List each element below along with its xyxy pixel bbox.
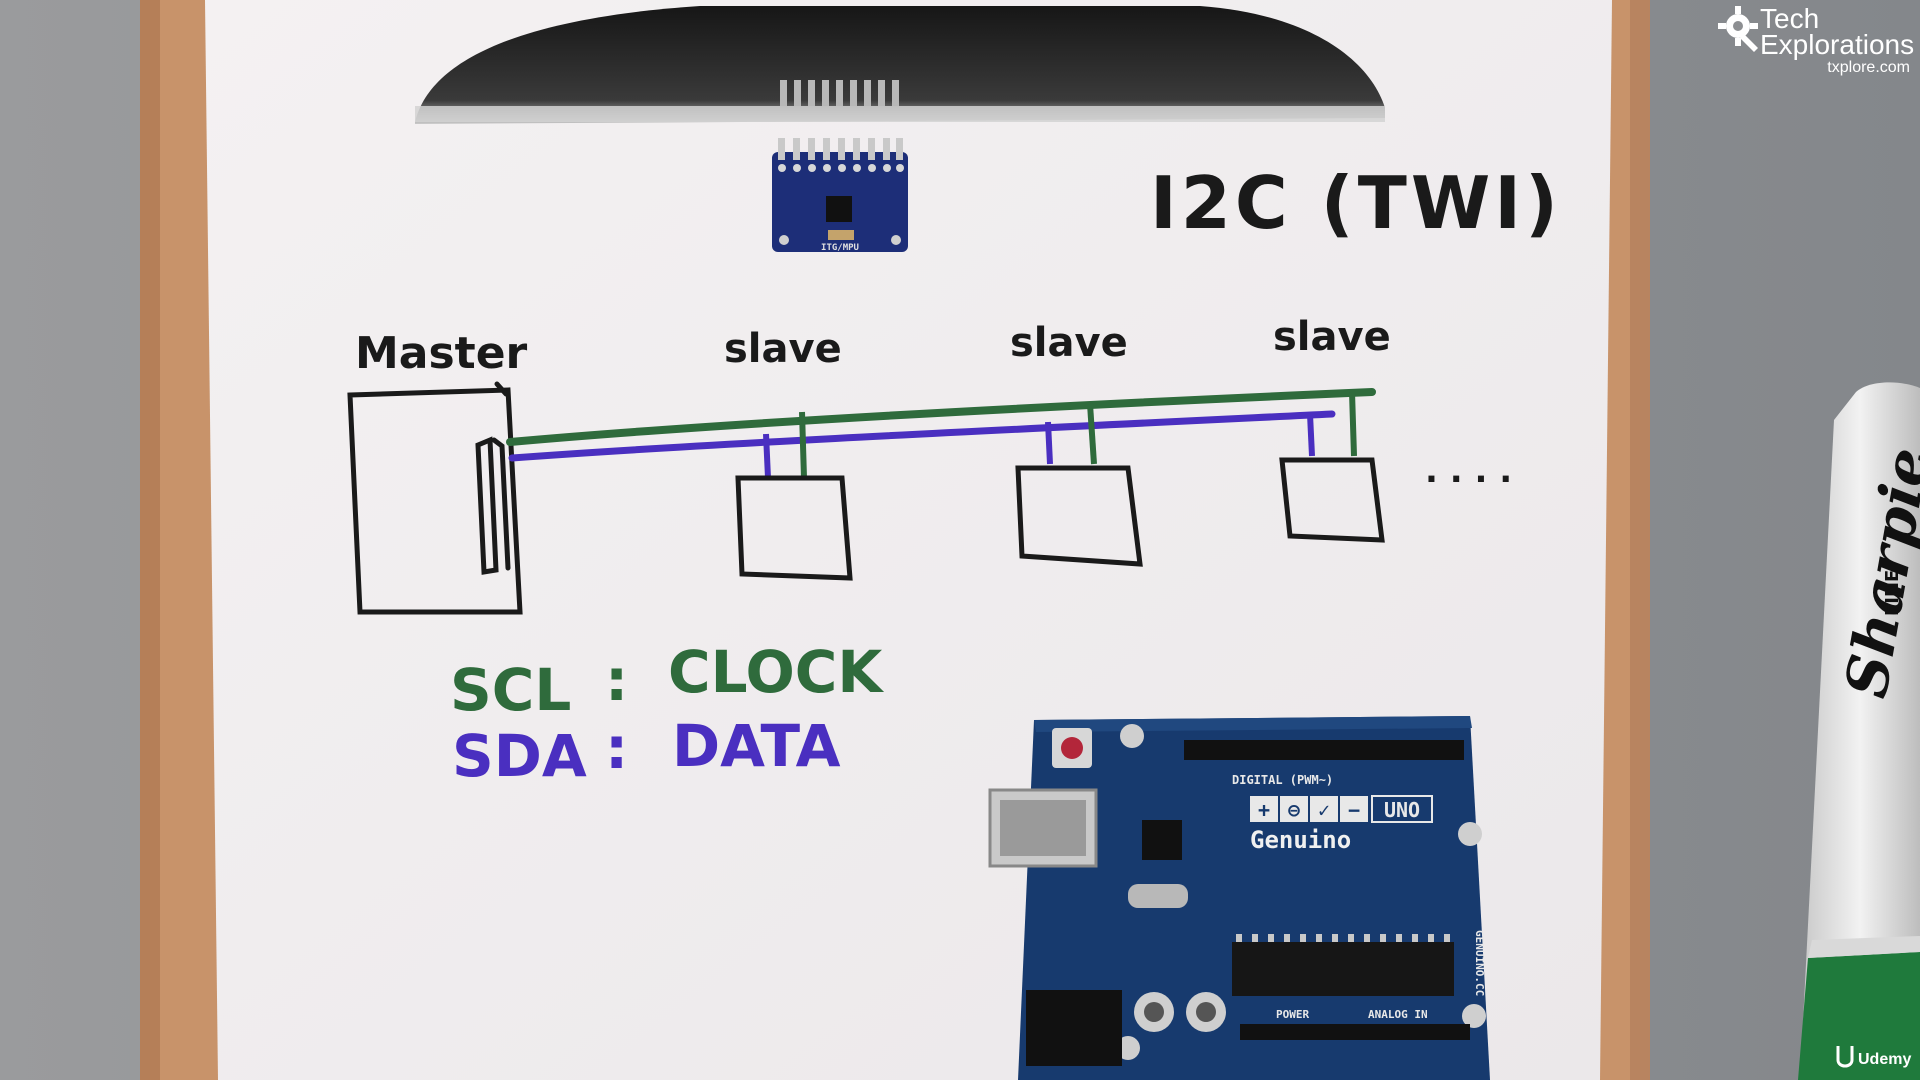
sharpie-marker: Sharpie FINE (1798, 382, 1920, 1080)
board-brand: Genuino (1250, 826, 1351, 854)
watermark-site: txplore.com (1827, 59, 1910, 76)
marker-tip: FINE (1882, 570, 1903, 616)
legend-scl-key: SCL (450, 656, 571, 724)
scl-bus-line (506, 388, 1376, 446)
udemy-watermark: Udemy (1836, 1046, 1911, 1068)
metal-clip (415, 6, 1385, 124)
arduino-board: DIGITAL (PWM~) + ⊖ ✓ − UNO Genuino (988, 716, 1490, 1080)
watermark-line1: Tech (1760, 3, 1819, 34)
udemy-label: Udemy (1858, 1051, 1911, 1068)
master-device (347, 381, 523, 615)
slave-label-1: slave (724, 326, 842, 372)
sensor-label: ITG/MPU (821, 243, 859, 253)
tech-explorations-watermark: Tech Explorations txplore.com (1718, 3, 1914, 76)
board-header-label: DIGITAL (PWM~) (1232, 773, 1333, 787)
legend-sda-meaning: DATA (672, 712, 841, 780)
whiteboard-title: I2C (TWI) (1150, 161, 1562, 245)
sensor-module: ITG/MPU (772, 138, 908, 253)
slave-device-1 (735, 411, 853, 581)
board-site: GENUINO.CC (1473, 930, 1486, 996)
legend-sda-key: SDA (452, 722, 587, 790)
slave-device-3 (1279, 391, 1385, 543)
board-power-label: POWER (1276, 1008, 1309, 1021)
board-icon-plus: + (1258, 798, 1270, 822)
legend: SCL : CLOCK SDA : DATA (450, 638, 884, 790)
master-label: Master (355, 328, 528, 379)
legend-scl-separator: : (605, 646, 628, 714)
clip-pins (780, 80, 899, 106)
board-analog-label: ANALOG IN (1368, 1008, 1428, 1021)
board-icon-minus: − (1348, 798, 1360, 822)
slave-label-3: slave (1273, 314, 1391, 360)
board-model: UNO (1384, 798, 1420, 822)
board-icon-check: ✓ (1318, 798, 1330, 822)
board-icon-minus-circle: ⊖ (1288, 798, 1300, 822)
board-icon-strip: + ⊖ ✓ − UNO (1250, 795, 1433, 823)
udemy-logo-icon (1836, 1046, 1854, 1068)
gear-icon (1718, 6, 1758, 52)
slave-label-2: slave (1010, 320, 1128, 366)
legend-scl-meaning: CLOCK (668, 638, 884, 706)
slave-device-2 (1015, 403, 1143, 567)
sda-bus-line (508, 410, 1336, 462)
legend-sda-separator: : (605, 714, 628, 782)
continuation-dots: . . . . (1425, 451, 1512, 491)
watermark-line2: Explorations (1760, 29, 1914, 60)
